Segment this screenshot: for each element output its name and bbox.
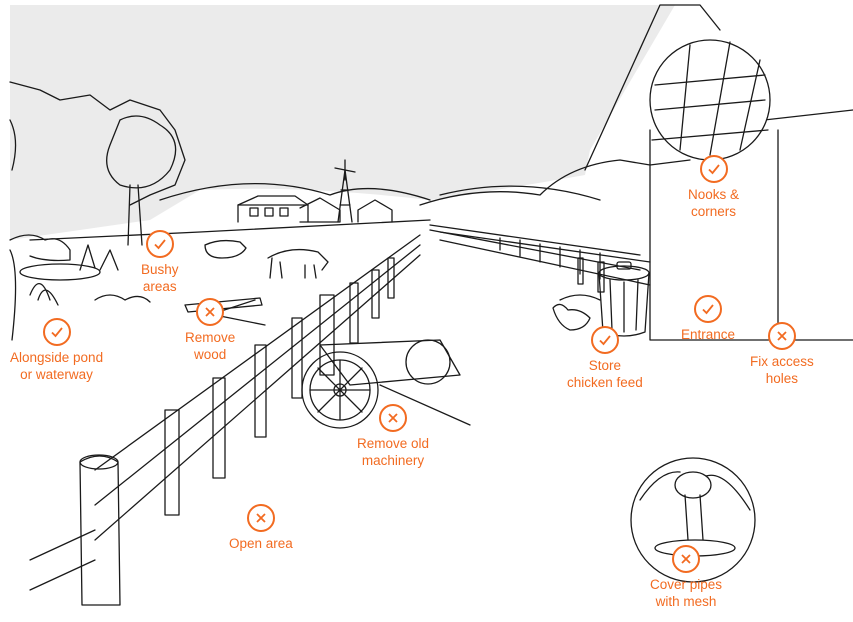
nooks-magnifier (649, 39, 771, 161)
hills (29, 159, 651, 241)
cross-icon (379, 404, 408, 432)
cows (204, 239, 329, 279)
cross-icon (246, 504, 275, 532)
distant-fence (429, 224, 641, 280)
marker-open-area: Open area (229, 504, 293, 552)
marker-label: Open area (229, 536, 293, 551)
marker-remove-wood: Remove wood (185, 298, 235, 363)
old-cart (301, 339, 471, 429)
marker-entrance: Entrance (681, 295, 735, 343)
marker-store-chicken-feed: Store chicken feed (567, 326, 643, 391)
check-icon (694, 295, 723, 323)
check-icon (590, 326, 619, 354)
check-icon (699, 155, 728, 183)
cross-icon (196, 298, 225, 326)
chicken (552, 303, 591, 331)
marker-label: Remove wood (185, 330, 236, 362)
marker-label: Bushy areas (141, 262, 179, 294)
trash-bin (598, 261, 650, 337)
pipe-magnifier (630, 457, 756, 583)
farm-house (237, 159, 393, 223)
pond-bushes (9, 234, 151, 341)
marker-label: Fix access holes (750, 354, 814, 386)
marker-nooks-corners: Nooks & corners (688, 155, 739, 220)
check-icon (42, 318, 71, 346)
cross-icon (672, 545, 701, 573)
main-fence (29, 234, 421, 606)
marker-bushy-areas: Bushy areas (141, 230, 179, 295)
marker-alongside-pond: Alongside pond or waterway (10, 318, 103, 383)
marker-fix-access-holes: Fix access holes (750, 322, 814, 387)
marker-label: Cover pipes with mesh (650, 577, 723, 609)
marker-label: Nooks & corners (688, 187, 740, 219)
check-icon (145, 230, 174, 258)
marker-label: Entrance (681, 327, 736, 342)
marker-remove-old-machinery: Remove old machinery (357, 404, 429, 469)
marker-label: Remove old machinery (357, 436, 430, 468)
tree-left (9, 81, 186, 246)
marker-label: Store chicken feed (567, 358, 643, 390)
marker-label: Alongside pond or waterway (10, 350, 104, 382)
cross-icon (767, 322, 796, 350)
marker-cover-pipes: Cover pipes with mesh (650, 545, 722, 610)
